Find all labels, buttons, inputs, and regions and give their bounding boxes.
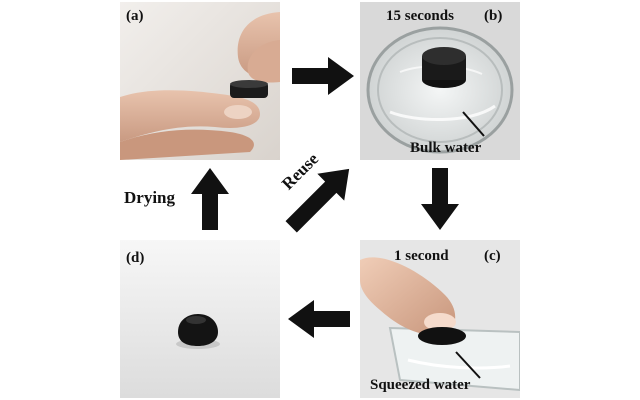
drying-label: Drying [124, 188, 175, 207]
panel-a-label: (a) [126, 8, 144, 24]
panel-d-label: (d) [126, 250, 145, 266]
panel-b-time: 15 seconds [386, 8, 454, 24]
arrow-left-icon [288, 300, 350, 338]
panel-a: (a) [120, 2, 280, 160]
panel-c-time: 1 second [394, 248, 449, 264]
panel-c-photo [360, 240, 520, 398]
panel-d-photo [120, 240, 280, 398]
panel-b: 15 seconds (b) Bulk water [360, 2, 520, 160]
panel-c-annotation: Squeezed water [370, 377, 471, 393]
arrow-down-icon [421, 168, 459, 230]
panel-b-label: (b) [484, 8, 503, 24]
arrow-diagonal-icon [285, 168, 350, 233]
sponge-shape [422, 47, 466, 65]
arrow-right-icon [292, 57, 354, 95]
panel-c: 1 second (c) Squeezed water [360, 240, 520, 398]
sponge-shape [418, 327, 466, 345]
panel-d: (d) [120, 240, 280, 398]
panel-b-annotation: Bulk water [410, 140, 482, 156]
panel-c-label: (c) [484, 248, 501, 264]
panel-a-photo [120, 2, 280, 160]
arrow-up-icon [191, 168, 229, 230]
panel-b-photo [360, 2, 520, 160]
